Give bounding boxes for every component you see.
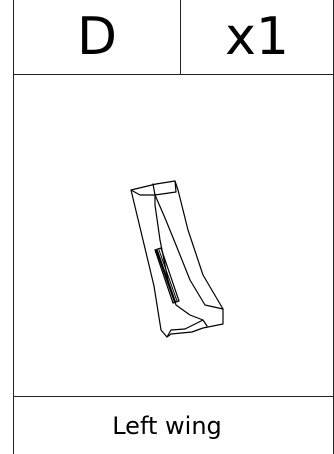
footer-divider-horizontal	[13, 396, 334, 397]
part-quantity: x1	[225, 7, 289, 67]
part-name: Left wing	[112, 412, 222, 440]
header-divider-horizontal	[13, 74, 334, 75]
card-border-left	[13, 0, 14, 454]
left-wing-part-icon	[130, 180, 224, 338]
part-illustration	[0, 74, 334, 396]
part-letter: D	[76, 7, 118, 67]
header-divider-vertical	[180, 0, 181, 74]
